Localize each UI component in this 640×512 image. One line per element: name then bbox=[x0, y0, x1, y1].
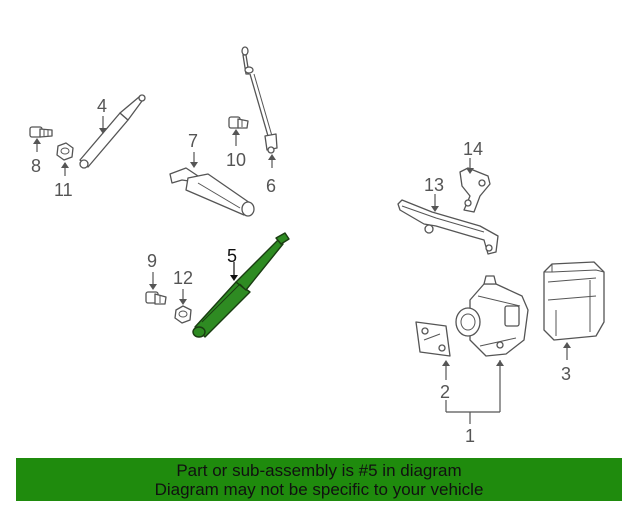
callout-3: 3 bbox=[561, 364, 571, 384]
part-12-nut bbox=[174, 305, 192, 324]
callout-13: 13 bbox=[424, 175, 444, 195]
callout-11: 11 bbox=[54, 180, 73, 200]
callout-12: 12 bbox=[173, 268, 193, 288]
part-1-assembly bbox=[455, 275, 529, 357]
callout-6: 6 bbox=[266, 176, 276, 196]
part-3-module bbox=[543, 261, 605, 341]
part-8-bolt bbox=[29, 126, 53, 138]
part-10-bolt bbox=[228, 116, 249, 129]
callout-10: 10 bbox=[226, 150, 246, 170]
callout-5: 5 bbox=[227, 246, 237, 266]
part-11-nut bbox=[56, 142, 74, 161]
callout-1: 1 bbox=[465, 426, 475, 446]
part-7-actuator bbox=[169, 167, 255, 217]
parts-diagram: 8 11 4 10 6 bbox=[29, 46, 605, 446]
part-14-bracket bbox=[459, 167, 491, 213]
callout-7: 7 bbox=[188, 131, 198, 151]
banner-line-2: Diagram may not be specific to your vehi… bbox=[154, 479, 484, 499]
callout-2: 2 bbox=[440, 382, 450, 402]
part-2-plate bbox=[415, 321, 451, 357]
callout-14: 14 bbox=[463, 139, 483, 159]
part-6-rod bbox=[241, 46, 278, 154]
part-13-bracket bbox=[397, 199, 499, 255]
callout-4: 4 bbox=[97, 96, 107, 116]
callout-8: 8 bbox=[31, 156, 41, 176]
part-9-bolt bbox=[145, 291, 167, 305]
disclaimer-banner: Part or sub-assembly is #5 in diagram Di… bbox=[16, 458, 622, 501]
banner-line-1: Part or sub-assembly is #5 in diagram bbox=[176, 460, 462, 480]
part-4-strut bbox=[79, 94, 146, 169]
callout-9: 9 bbox=[147, 251, 157, 271]
part-5-highlighted-strut bbox=[192, 232, 290, 338]
